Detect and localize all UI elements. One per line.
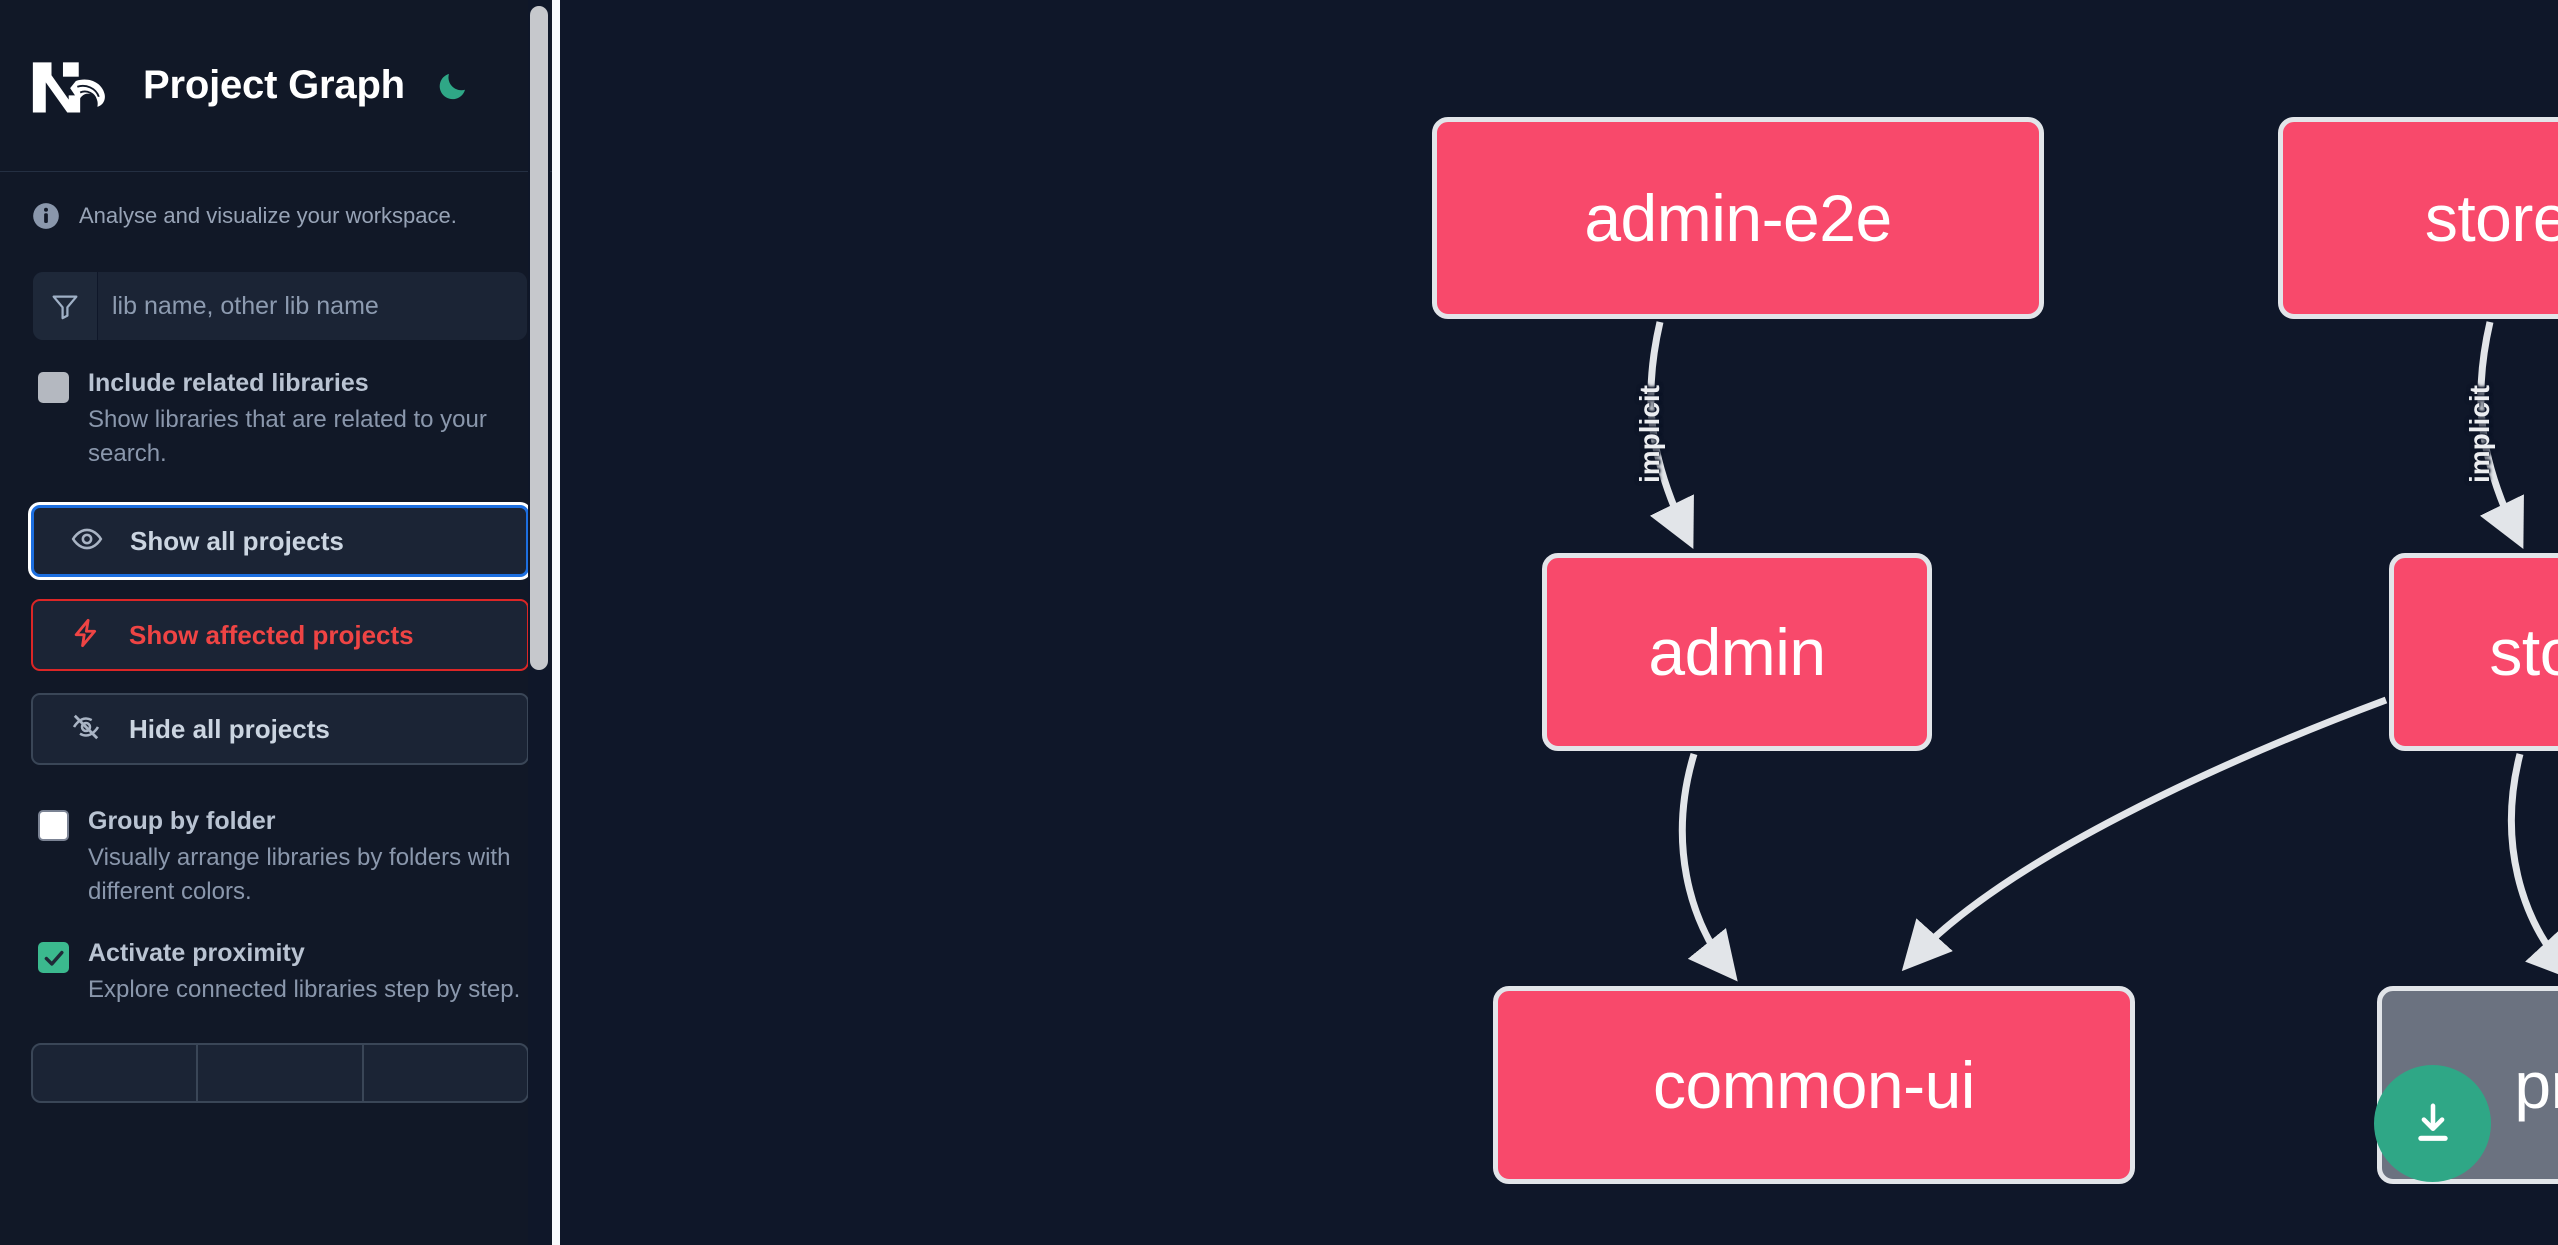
hide-all-projects-button[interactable]: Hide all projects [31, 693, 529, 766]
graph-node-admin-e2e[interactable]: admin-e2e [1432, 117, 2044, 319]
graph-node-label: store [2489, 615, 2558, 689]
edge-store-common-ui [1901, 696, 2388, 972]
filter-row [0, 230, 560, 340]
graph-node-label: common-ui [1653, 1048, 1975, 1122]
tagline-row: Analyse and visualize your workspace. [0, 172, 560, 230]
sidebar-scrollbar[interactable] [528, 0, 550, 1245]
include-related-label: Include related libraries [88, 369, 369, 397]
download-image-button[interactable] [2374, 1065, 2491, 1182]
edge-store-products [2507, 753, 2558, 982]
sidebar: Project Graph Analyse and visualize yo [0, 0, 560, 1245]
nx-logo-icon [30, 55, 116, 117]
hide-all-projects-label: Hide all projects [129, 713, 330, 744]
activate-proximity-checkbox[interactable] [38, 942, 69, 974]
download-icon [2417, 1103, 2448, 1141]
proximity-step-option[interactable] [364, 1045, 527, 1101]
sidebar-edge-divider [552, 0, 560, 1245]
show-all-projects-button[interactable]: Show all projects [31, 505, 529, 578]
edge-store-e2e-store [2477, 321, 2524, 550]
include-related-checkbox[interactable] [38, 372, 69, 403]
page-title: Project Graph [143, 63, 405, 107]
search-input[interactable] [98, 272, 527, 340]
info-icon [32, 202, 60, 230]
graph-node-label: products [2514, 1048, 2558, 1122]
proximity-step-option[interactable] [198, 1045, 364, 1102]
graph-node-common-ui[interactable]: common-ui [1493, 986, 2135, 1184]
group-by-folder-label: Group by folder [88, 807, 276, 836]
moon-icon[interactable] [433, 66, 473, 106]
tagline-text: Analyse and visualize your workspace. [79, 203, 457, 228]
eye-icon [71, 523, 103, 560]
graph-node-label: store-e2e [2424, 181, 2558, 255]
filter-box[interactable] [33, 272, 527, 340]
graph-node-label: admin [1648, 615, 1826, 689]
graph-node-label: admin-e2e [1584, 181, 1892, 255]
include-related-texts: Include related libraries Show libraries… [88, 367, 527, 471]
checkmark-icon [44, 950, 64, 966]
edge-admin-e2e-admin [1647, 321, 1694, 550]
lightning-bolt-icon [70, 617, 102, 654]
show-all-projects-label: Show all projects [130, 525, 344, 556]
eye-off-icon [70, 711, 102, 748]
group-by-folder-description: Visually arrange libraries by folders wi… [88, 844, 511, 906]
group-by-folder-row[interactable]: Group by folder Visually arrange librari… [0, 765, 560, 909]
show-affected-projects-label: Show affected projects [129, 619, 414, 650]
sidebar-header: Project Graph [0, 0, 560, 172]
include-related-description: Show libraries that are related to your … [88, 406, 487, 468]
activate-proximity-texts: Activate proximity Explore connected lib… [88, 937, 527, 1007]
graph-canvas[interactable]: admin-e2e store-e2e admin store common-u… [560, 0, 2558, 1245]
activate-proximity-row[interactable]: Activate proximity Explore connected lib… [0, 909, 560, 1007]
graph-node-store-e2e[interactable]: store-e2e [2278, 117, 2558, 319]
group-by-folder-checkbox[interactable] [38, 810, 69, 842]
group-by-folder-texts: Group by folder Visually arrange librari… [88, 805, 527, 909]
project-action-buttons: Show all projects Show affected projects [0, 471, 560, 766]
activate-proximity-label: Activate proximity [88, 939, 305, 968]
graph-node-store[interactable]: store [2389, 553, 2558, 751]
proximity-step-option[interactable] [33, 1045, 199, 1102]
graph-edges [1647, 321, 2558, 982]
activate-proximity-description: Explore connected libraries step by step… [88, 976, 521, 1004]
sidebar-scroll-region[interactable]: Project Graph Analyse and visualize yo [0, 0, 560, 1245]
funnel-icon [33, 272, 98, 340]
sidebar-scrollbar-thumb[interactable] [530, 6, 548, 670]
show-affected-projects-button[interactable]: Show affected projects [31, 599, 529, 672]
proximity-step-segmented-control[interactable] [31, 1043, 529, 1104]
include-related-libraries-row[interactable]: Include related libraries Show libraries… [0, 340, 560, 471]
graph-node-admin[interactable]: admin [1542, 553, 1932, 751]
edge-admin-common-ui [1678, 752, 1738, 982]
